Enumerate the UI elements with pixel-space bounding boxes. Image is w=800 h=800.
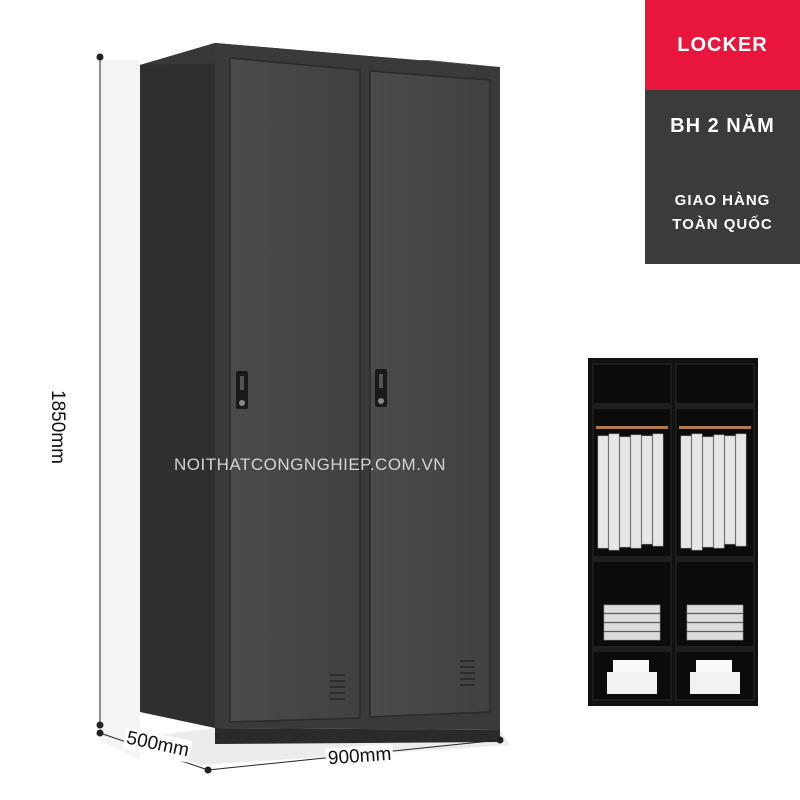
- cabinet-side: [140, 43, 215, 728]
- product-label: LOCKER: [677, 33, 768, 56]
- right-handle: [375, 369, 387, 407]
- warranty-label: BH 2 NĂM: [670, 114, 775, 137]
- product-badge: LOCKER: [645, 0, 800, 90]
- left-handle: [236, 371, 248, 409]
- right-vent: [460, 660, 475, 686]
- shipping-label-line2: TOÀN QUỐC: [672, 216, 773, 233]
- shipping-badge: GIAO HÀNG TOÀN QUỐC: [645, 162, 800, 264]
- open-locker-inset: [588, 358, 758, 706]
- right-door: [369, 70, 491, 718]
- shipping-label-line1: GIAO HÀNG: [674, 192, 771, 209]
- width-dimension-label: 900mm: [325, 743, 395, 771]
- wall-shadow: [100, 60, 140, 760]
- cabinet-base: [215, 728, 500, 744]
- height-dimension-label: 1850mm: [46, 388, 68, 466]
- watermark-text: NOITHATCONGNGHIEP.COM.VN: [174, 455, 447, 474]
- warranty-badge: BH 2 NĂM: [645, 90, 800, 162]
- left-door: [229, 57, 361, 723]
- left-vent: [330, 674, 345, 700]
